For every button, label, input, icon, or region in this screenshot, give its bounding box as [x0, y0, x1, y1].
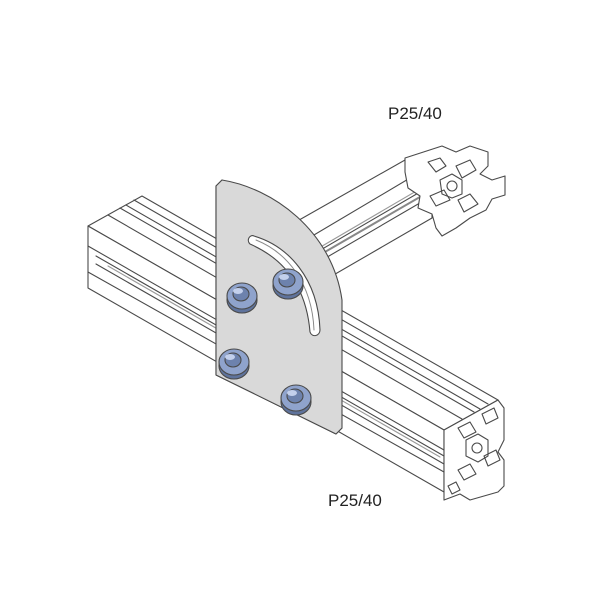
lower-profile-label: P25/40: [328, 491, 382, 510]
bolt-bottom-right: [280, 384, 312, 416]
bolt-top-left: [226, 282, 258, 314]
bolt-top-right: [272, 268, 304, 300]
upper-profile-end-face: [404, 145, 506, 237]
bolt-bottom-left: [218, 348, 250, 380]
upper-profile-label: P25/40: [388, 104, 442, 123]
mounting-plate-slot: [247, 235, 321, 337]
